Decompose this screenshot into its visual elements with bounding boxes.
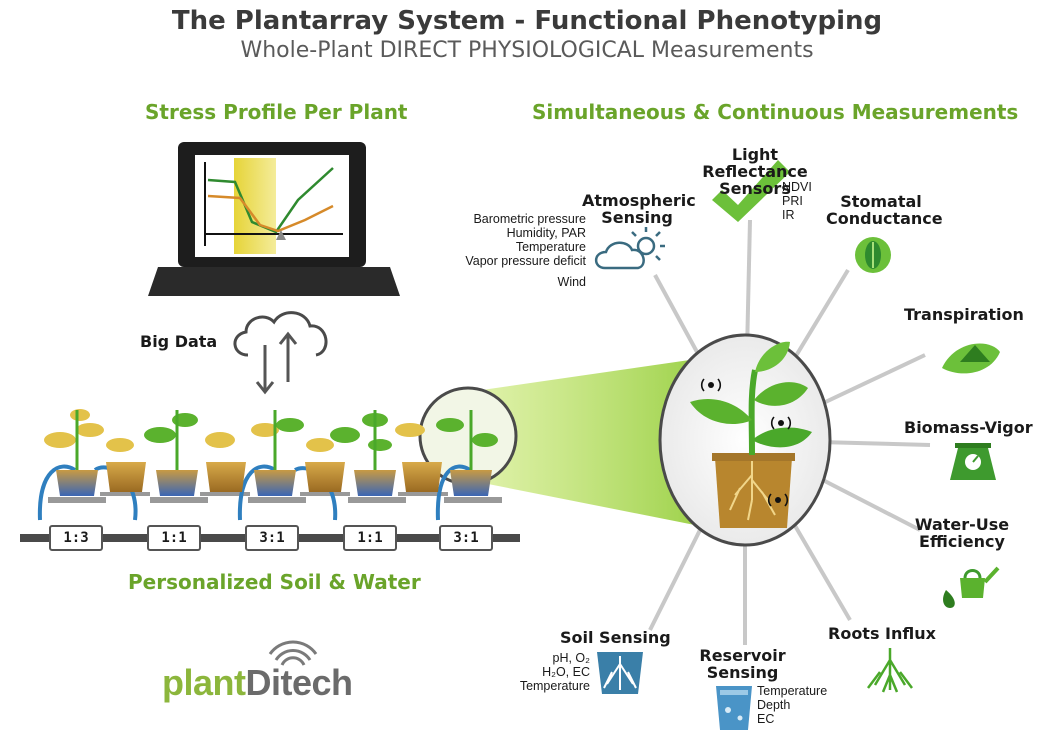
transpiration-title: Transpiration: [904, 305, 1024, 324]
roots-icon: [867, 648, 913, 693]
weather-icon: [594, 227, 665, 270]
soil-sensing-title: Soil Sensing: [560, 628, 671, 647]
stress-profile-heading: Stress Profile Per Plant: [145, 100, 408, 124]
zoom-circle: [658, 333, 832, 547]
ratio-display: 3:1: [453, 530, 479, 546]
ratio-display: 1:3: [63, 530, 89, 546]
atmospheric-items: Barometric pressure Humidity, PAR Temper…: [465, 212, 586, 289]
stomata-icon: [855, 237, 891, 273]
laptop-icon: [148, 142, 400, 296]
biomass-title: Biomass-Vigor: [904, 418, 1033, 437]
scale-icon: [950, 443, 996, 480]
ratio-display: 3:1: [259, 530, 285, 546]
cloud-icon: [233, 311, 328, 395]
plantditech-logo: plantDitech: [162, 662, 353, 703]
wifi-icon: [268, 640, 318, 666]
watering-can-icon: [943, 566, 1000, 608]
roots-title: Roots Influx: [828, 624, 936, 643]
soil-water-heading: Personalized Soil & Water: [128, 570, 421, 594]
page-title: The Plantarray System - Functional Pheno…: [171, 6, 883, 36]
transpiration-icon: [942, 343, 1000, 374]
big-data-label: Big Data: [140, 332, 218, 351]
plant-bench: [20, 409, 520, 551]
soil-pot-icon: [597, 652, 643, 694]
reservoir-icon: [716, 686, 752, 730]
measurements-heading: Simultaneous & Continuous Measurements: [532, 100, 1019, 124]
ratio-display: 1:1: [161, 530, 187, 546]
page-subtitle: Whole-Plant DIRECT PHYSIOLOGICAL Measure…: [240, 38, 814, 63]
ratio-display: 1:1: [357, 530, 383, 546]
checkmark-icon: [712, 160, 790, 222]
